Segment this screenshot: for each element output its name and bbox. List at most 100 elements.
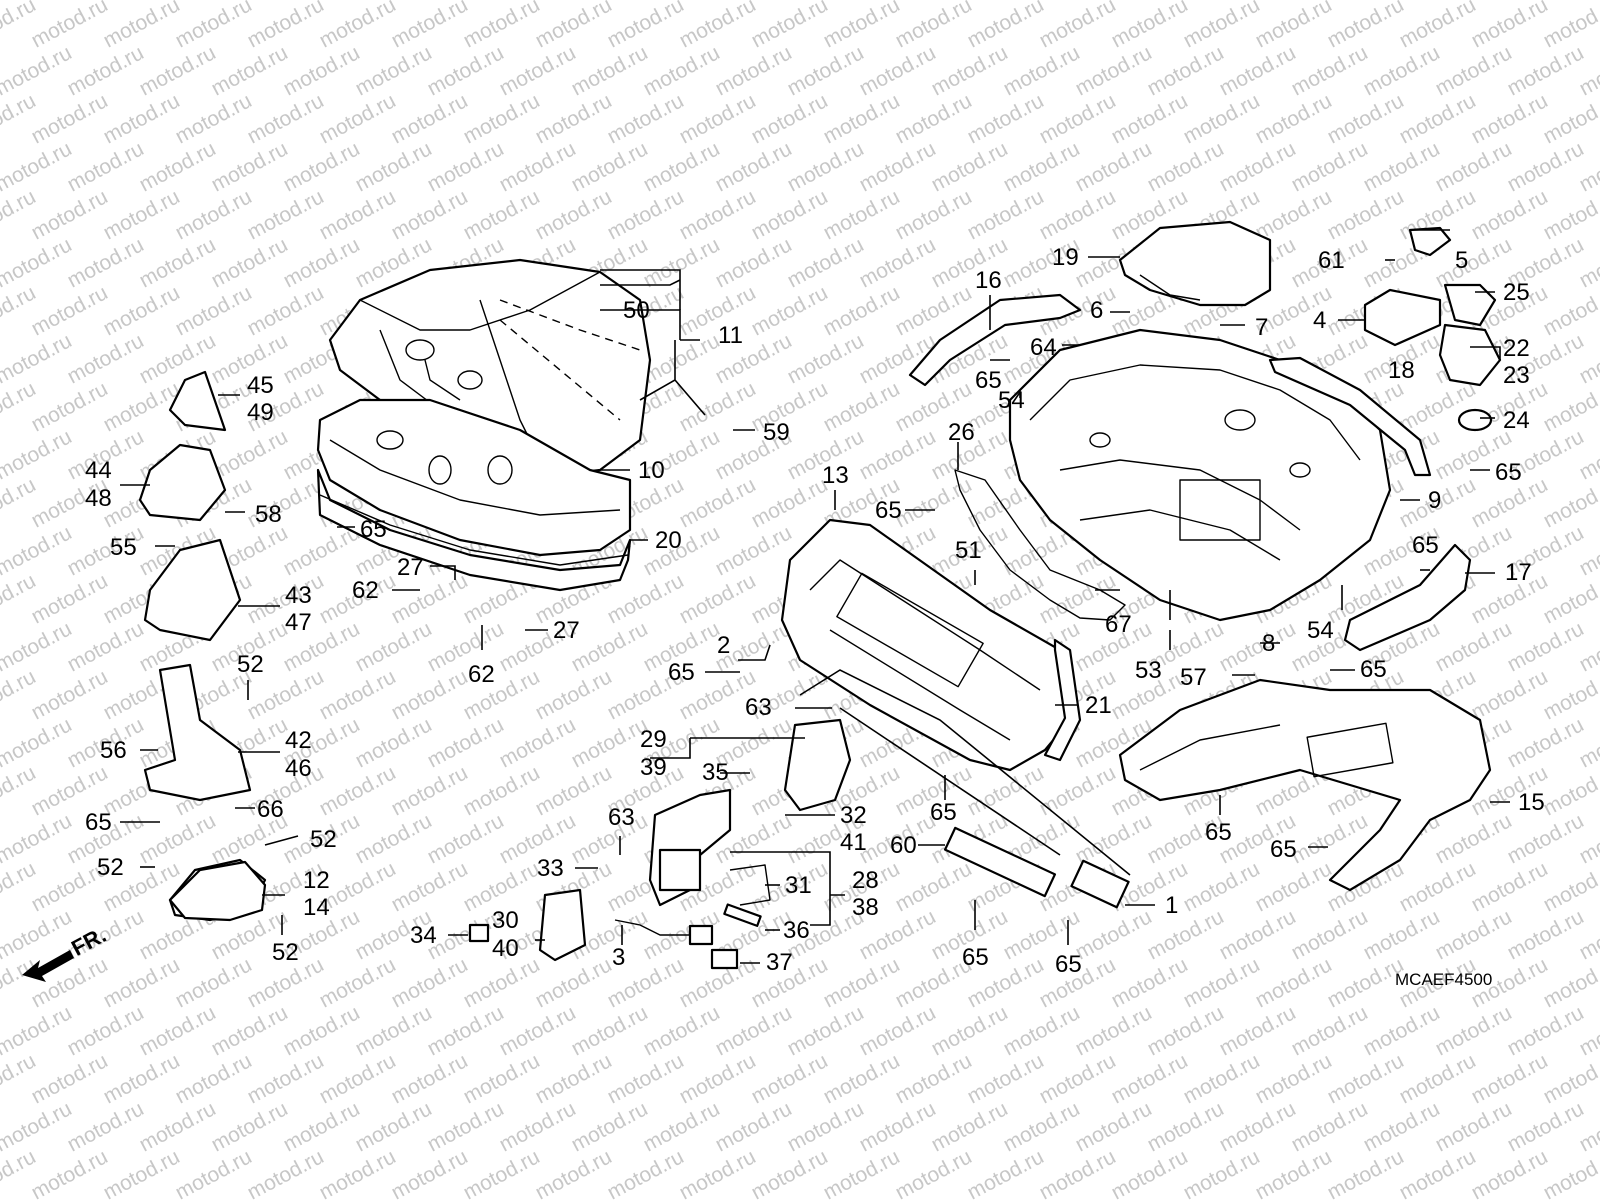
watermark-text: motod.ru [1180,0,1264,52]
watermark-text: motod.ru [892,857,976,916]
watermark-text: motod.ru [1288,905,1372,964]
watermark-text: motod.ru [1432,1097,1516,1156]
label-65c: 65 [875,497,902,524]
watermark-text: motod.ru [820,281,904,340]
label-6: 6 [1090,297,1103,324]
watermark-text: motod.ru [820,1145,904,1200]
watermark-text: motod.ru [820,953,904,1012]
watermark-text: motod.ru [1180,1145,1264,1200]
watermark-text: motod.ru [1144,137,1228,196]
label-13: 13 [822,462,849,489]
watermark-text: motod.ru [1180,89,1264,148]
watermark-text: motod.ru [1216,41,1300,100]
watermark-text: motod.ru [244,281,328,340]
watermark-text: motod.ru [1144,1001,1228,1060]
panel-13-drawing [780,518,1082,772]
watermark-text: motod.ru [208,1097,292,1156]
label-62a: 62 [352,577,379,604]
watermark-text: motod.ru [208,41,292,100]
watermark-text: motod.ru [388,1049,472,1108]
watermark-text: motod.ru [1000,1097,1084,1156]
label-55: 55 [110,534,137,561]
watermark-text: motod.ru [28,281,112,340]
watermark-text: motod.ru [172,185,256,244]
watermark-text: motod.ru [856,137,940,196]
leader-lines [120,229,1510,964]
watermark-text: motod.ru [1504,137,1588,196]
watermark-text: motod.ru [1144,1097,1228,1156]
watermark-text: motod.ru [1396,1145,1480,1200]
watermark-text: motod.ru [964,185,1048,244]
label-8: 8 [1262,630,1275,657]
watermark-text: motod.ru [1540,953,1600,1012]
watermark-text: motod.ru [1540,473,1600,532]
label-50: 50 [623,297,650,324]
watermark-text: motod.ru [1252,1049,1336,1108]
watermark-text: motod.ru [964,1049,1048,1108]
watermark-text: motod.ru [136,137,220,196]
label-15: 15 [1518,789,1545,816]
label-36: 36 [783,917,810,944]
part-drawings [22,220,1502,982]
watermark-text: motod.ru [1072,1001,1156,1060]
watermark-text: motod.ru [1360,905,1444,964]
watermark-text: motod.ru [64,617,148,676]
watermark-text: motod.ru [784,1001,868,1060]
watermark-text: motod.ru [1252,953,1336,1012]
watermark-text: motod.ru [1216,905,1300,964]
label-21: 21 [1085,692,1112,719]
watermark-text: motod.ru [1540,89,1600,148]
watermark-text: motod.ru [244,1049,328,1108]
watermark-text: motod.ru [208,233,292,292]
watermark-text: motod.ru [352,617,436,676]
watermark-text: motod.ru [1288,137,1372,196]
watermark-text: motod.ru [640,233,724,292]
watermark-text: motod.ru [424,41,508,100]
watermark-text: motod.ru [28,665,112,724]
watermark-text: motod.ru [100,185,184,244]
watermark-text: motod.ru [1252,89,1336,148]
watermark-text: motod.ru [352,1001,436,1060]
watermark-text: motod.ru [1180,857,1264,916]
lock-drawing [1363,226,1502,432]
label-46: 46 [285,755,312,782]
rail-18-drawing [1268,356,1432,477]
watermark-text: motod.ru [244,89,328,148]
watermark-text: motod.ru [280,137,364,196]
watermark-text: motod.ru [532,185,616,244]
watermark-text: motod.ru [1468,0,1552,52]
watermark-text: motod.ru [316,1049,400,1108]
watermark-text: motod.ru [1144,905,1228,964]
label-52d: 52 [272,939,299,966]
watermark-text: motod.ru [1036,89,1120,148]
watermark-text: motod.ru [1432,905,1516,964]
label-19: 19 [1052,244,1079,271]
watermark-text: motod.ru [316,89,400,148]
watermark-text: motod.ru [748,0,832,52]
watermark-text: motod.ru [1180,953,1264,1012]
watermark-text: motod.ru [1432,137,1516,196]
watermark-text: motod.ru [1216,617,1300,676]
watermark-text: motod.ru [352,137,436,196]
watermark-text: motod.ru [928,1001,1012,1060]
label-11: 11 [718,322,743,349]
label-65f: 65 [1360,656,1387,683]
label-5: 5 [1455,247,1468,274]
center-parts-drawing [468,718,852,970]
watermark-text: motod.ru [1036,0,1120,52]
watermark-text: motod.ru [748,185,832,244]
watermark-text: motod.ru [820,377,904,436]
watermark-text: motod.ru [964,1145,1048,1200]
label-52b: 52 [310,826,337,853]
watermark-text: motod.ru [532,0,616,52]
watermark-text: motod.ru [856,425,940,484]
label-65j: 65 [1205,819,1232,846]
label-14: 14 [303,894,330,921]
watermark-text: motod.ru [568,617,652,676]
watermark-text: motod.ru [1432,809,1516,868]
watermark-text: motod.ru [856,1001,940,1060]
watermark-text: motod.ru [712,1001,796,1060]
watermark-text: motod.ru [1072,137,1156,196]
watermark-text: motod.ru [28,953,112,1012]
